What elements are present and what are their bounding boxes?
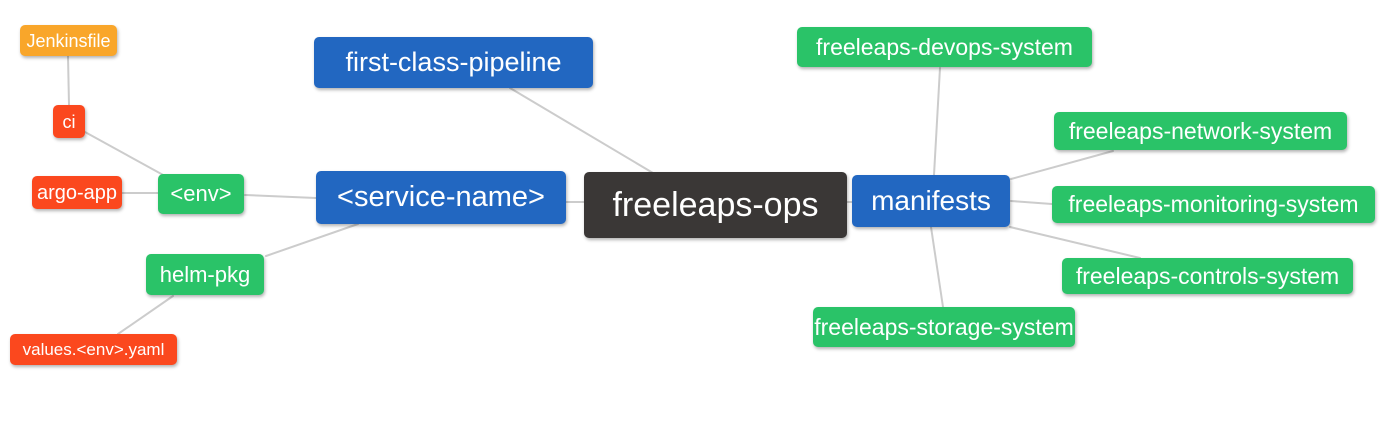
- node-values-env-yaml[interactable]: values.<env>.yaml: [10, 334, 177, 365]
- node-manifests[interactable]: manifests: [852, 175, 1010, 227]
- node-ci[interactable]: ci: [53, 105, 85, 138]
- edge-manifests-devops-system: [933, 67, 941, 176]
- node-devops-system[interactable]: freeleaps-devops-system: [797, 27, 1092, 67]
- node-service-name[interactable]: <service-name>: [316, 171, 566, 224]
- edge-pipeline-freeleaps-ops: [509, 87, 654, 174]
- node-jenkinsfile[interactable]: Jenkinsfile: [20, 25, 117, 56]
- edge-manifests-monitoring-system: [1010, 200, 1053, 205]
- node-argo-app[interactable]: argo-app: [32, 176, 122, 209]
- edge-manifests-storage-system: [930, 226, 944, 308]
- edge-manifests-network-system: [1010, 150, 1114, 180]
- edge-service-name-helm-pkg: [265, 223, 359, 257]
- node-storage-system[interactable]: freeleaps-storage-system: [813, 307, 1075, 347]
- node-env[interactable]: <env>: [158, 174, 244, 214]
- edge-jenkinsfile-ci: [67, 55, 70, 106]
- node-network-system[interactable]: freeleaps-network-system: [1054, 112, 1347, 150]
- node-freeleaps-ops[interactable]: freeleaps-ops: [584, 172, 847, 238]
- node-helm-pkg[interactable]: helm-pkg: [146, 254, 264, 295]
- edge-ci-env: [84, 131, 166, 177]
- edge-helm-pkg-values-env-yaml: [117, 295, 174, 335]
- edge-env-service-name: [244, 194, 317, 199]
- edge-manifests-controls-system: [1009, 226, 1141, 259]
- node-monitoring-system[interactable]: freeleaps-monitoring-system: [1052, 186, 1375, 223]
- node-controls-system[interactable]: freeleaps-controls-system: [1062, 258, 1353, 294]
- node-first-class-pipeline[interactable]: first-class-pipeline: [314, 37, 593, 88]
